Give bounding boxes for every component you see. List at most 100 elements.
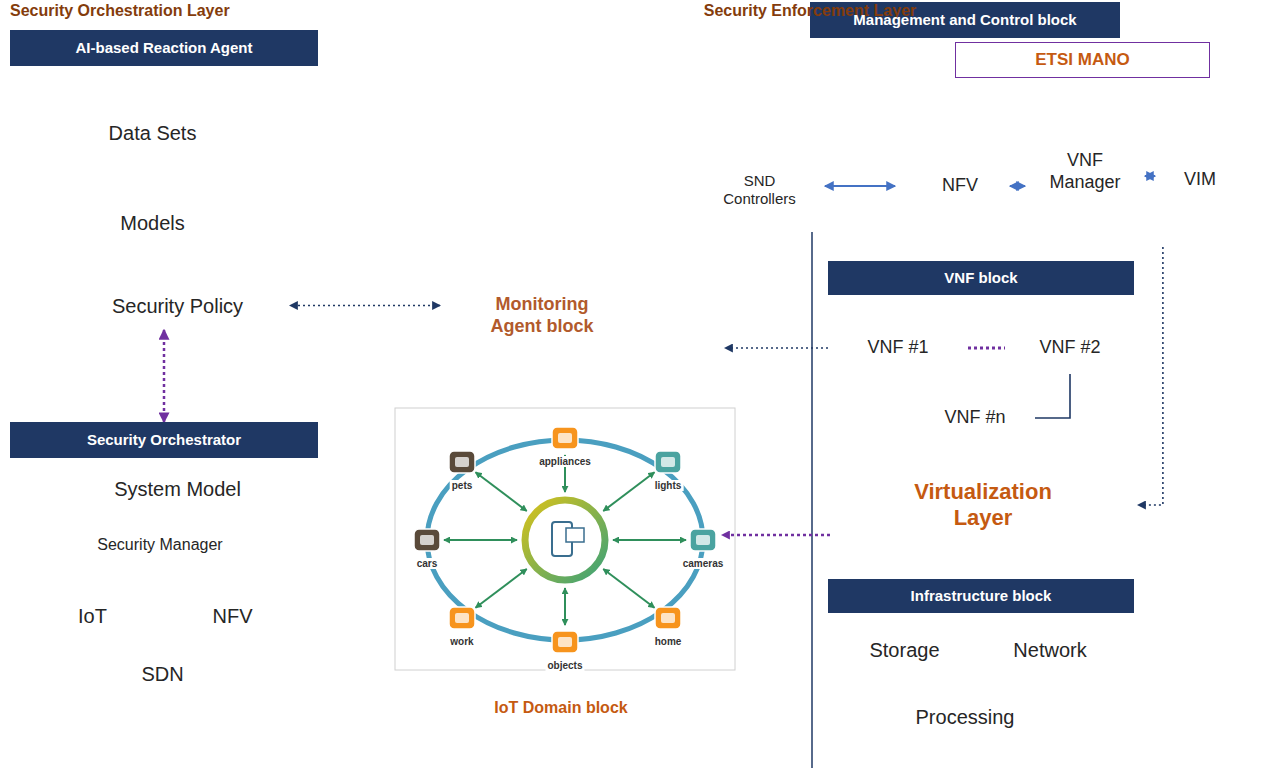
panel-ground (10, 422, 318, 768)
node-label: Monitoring Agent block (476, 294, 608, 337)
magnifier-handle (687, 400, 702, 418)
connector (163, 330, 166, 422)
node-label: Virtualization Layer (892, 479, 1074, 532)
node-label: SND Controllers (710, 172, 809, 208)
label-plate (442, 688, 680, 728)
device-icon (690, 529, 716, 551)
screen-icon (566, 528, 584, 542)
text-area: IoT (40, 590, 145, 642)
hexagon-shape (41, 591, 144, 641)
domain-circle (324, 242, 798, 768)
text-area: Virtualization Layer (888, 460, 1078, 550)
controller-stack: SND Controllers (700, 140, 825, 232)
controller-link-line (811, 232, 813, 768)
device-label-holder: lights (653, 475, 684, 493)
text-area: ETSI MANO (955, 42, 1210, 78)
hexagon-shape (181, 591, 284, 641)
cloud (446, 279, 640, 353)
text-area: NFV (910, 160, 1010, 212)
device-glyph (420, 535, 434, 545)
device-icon (655, 451, 681, 473)
node-label: VNF Manager (1044, 150, 1126, 193)
agent-panel: AI-based Reaction AgentData SetsModelsSe… (10, 30, 318, 330)
node-label: NFV (942, 175, 978, 197)
layer-band: Security Orchestration Layer (0, 0, 330, 22)
manager-box: Security ManagerIoT NFV SDN (15, 520, 305, 760)
text-area: Security Orchestration Layer (6, 0, 324, 22)
device-ring (427, 440, 703, 640)
node-label: VNF #n (944, 407, 1005, 429)
vnf-box: VNF #n (915, 396, 1035, 440)
header-title: AI-based Reaction Agent (76, 39, 253, 57)
text-area: NFV (180, 590, 285, 642)
node-label: VNF #1 (867, 337, 928, 359)
device-label: objects (545, 660, 584, 671)
connector (968, 347, 1005, 350)
text-area: VNF #1 (828, 322, 968, 374)
monitor-graph (605, 348, 660, 380)
header-title: Security Orchestrator (87, 431, 241, 449)
data-box: Models (65, 195, 240, 250)
device-label-holder: appliances (537, 451, 593, 469)
device-glyph (558, 433, 572, 443)
connector (1145, 175, 1155, 177)
hexagon (181, 591, 284, 641)
device-glyph (558, 637, 572, 647)
device-label: pets (450, 480, 475, 491)
text-area: VIM (1155, 148, 1245, 212)
monitor-screen (590, 332, 690, 400)
device-glyph (455, 457, 469, 467)
node-label: IoT (78, 604, 107, 628)
data-box: System Model (65, 468, 290, 510)
text-area: VNF #n (915, 396, 1035, 440)
orchestrator-panel: Security OrchestratorSystem ModelSecurit… (10, 422, 318, 768)
text-area: IoT Domain block (452, 690, 670, 726)
header-title: Infrastructure block (911, 587, 1052, 605)
connector (1010, 185, 1025, 187)
node-label: Security Policy (112, 294, 243, 318)
vnf-box: VNF #1 (828, 322, 968, 374)
domain-hexagon: SDN (110, 648, 215, 700)
device-glyph (696, 535, 710, 545)
device-spoke (603, 472, 654, 511)
magnifier-glass (660, 372, 692, 404)
device-label-holder: cars (415, 553, 440, 571)
monitoring-cloud: Monitoring Agent block (440, 272, 725, 432)
device-label: cars (415, 558, 440, 569)
cloud-outline (446, 279, 640, 353)
text-area: VNF Manager (1040, 128, 1130, 216)
node-label: SDN (141, 662, 183, 686)
cloud-outline (837, 451, 1130, 565)
device-icon (552, 427, 578, 449)
header-bar: AI-based Reaction Agent (10, 30, 318, 66)
node-label: IoT Domain block (494, 698, 627, 717)
virtualization-cloud: Virtualization Layer (828, 440, 1138, 570)
node-label: Security Manager (97, 535, 222, 554)
hexagon-shape (111, 649, 214, 699)
text-area: Network (985, 625, 1115, 675)
connector (1035, 374, 1070, 418)
domain-hexagon: IoT (40, 590, 145, 642)
device-label: work (448, 636, 475, 647)
text-area: Processing (900, 692, 1030, 742)
header-bar: Infrastructure block (828, 579, 1134, 613)
hexagon (41, 591, 144, 641)
stacked-sheet (706, 144, 819, 228)
device-icon (552, 631, 578, 653)
hexagon (111, 649, 214, 699)
monitor-base (612, 412, 668, 417)
enforcement-column-panel (822, 255, 1140, 770)
round-ground (15, 520, 305, 760)
node-label: ETSI MANO (1035, 50, 1129, 70)
device-glyph (661, 613, 675, 623)
text-area: Models (65, 195, 240, 250)
device-label: lights (653, 480, 684, 491)
device-spoke (444, 539, 517, 541)
device-spoke (476, 569, 527, 608)
node-label: Processing (916, 705, 1015, 729)
text-area: Security Policy (65, 278, 290, 333)
panel-ground (10, 30, 318, 330)
node-label: Data Sets (109, 121, 197, 145)
node-label: Models (120, 211, 184, 235)
header-bar: Security Orchestrator (10, 422, 318, 458)
